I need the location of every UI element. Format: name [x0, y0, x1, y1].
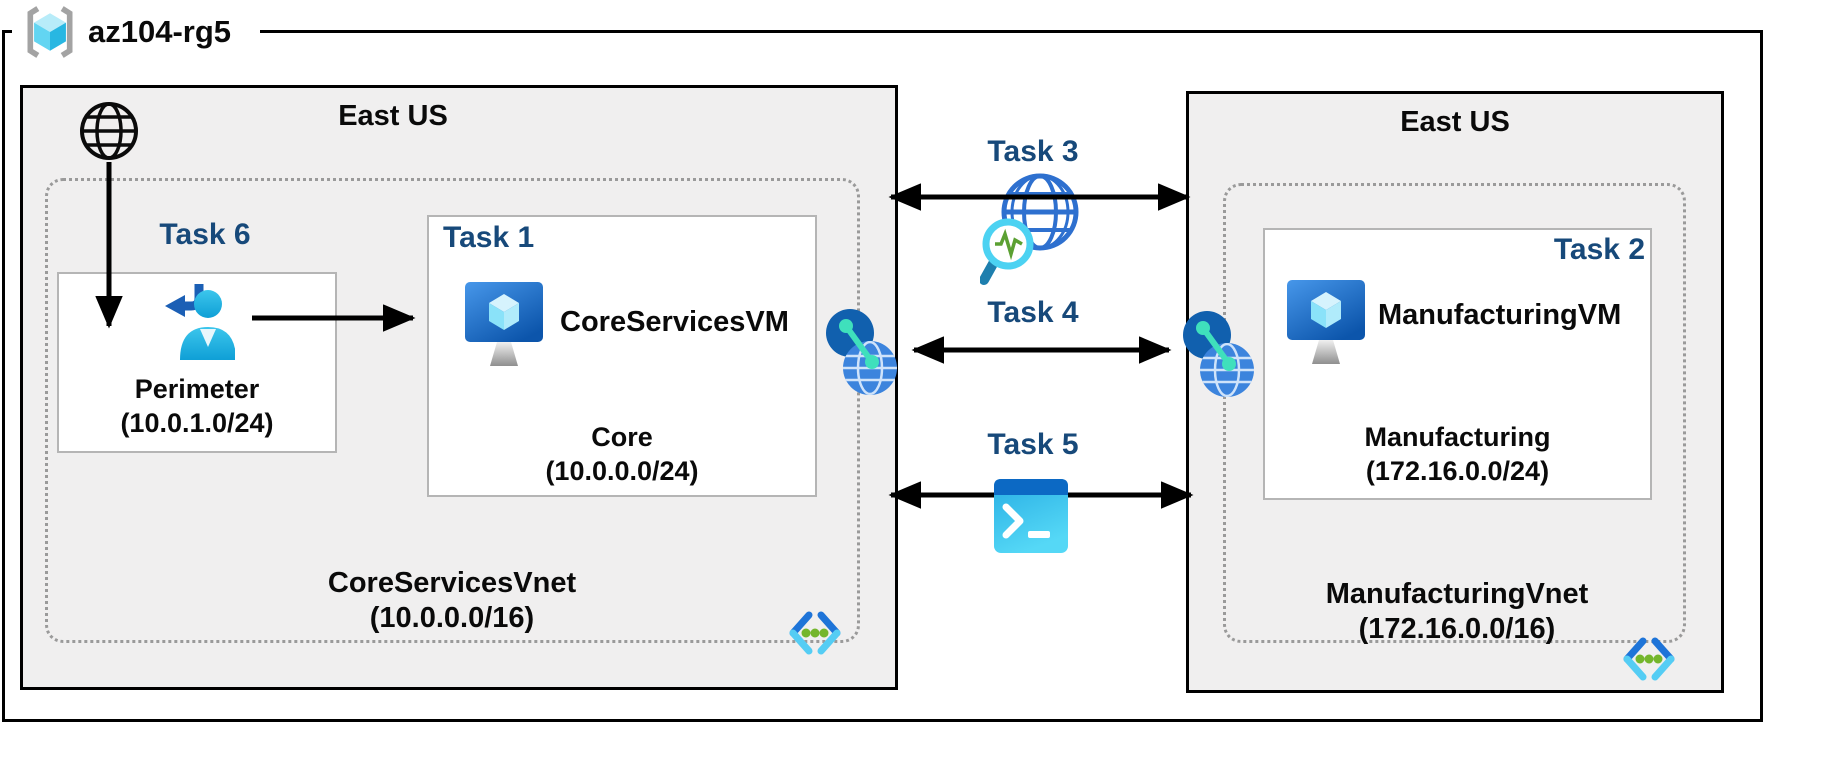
vnet-label-left: CoreServicesVnet (10.0.0.0/16): [328, 566, 576, 636]
vnet-boundary-left: [45, 178, 860, 643]
task5-label: Task 5: [987, 428, 1079, 461]
internet-icon: [77, 99, 141, 168]
vm-icon-core: [463, 280, 545, 382]
vm-icon-manufacturing: [1285, 278, 1367, 380]
vnet-peering-icon-left: [824, 306, 898, 405]
task4-label: Task 4: [987, 296, 1079, 329]
core-subnet-name: Core: [591, 422, 653, 452]
vnet-name-right: ManufacturingVnet: [1325, 578, 1589, 610]
resource-group-icon: [20, 2, 80, 62]
vnet-boundary-right: [1223, 183, 1686, 643]
vnet-label-right: ManufacturingVnet (172.16.0.0/16): [1326, 577, 1589, 647]
vnet-cidr-left: (10.0.0.0/16): [369, 602, 535, 634]
perimeter-subnet-name: Perimeter: [134, 374, 260, 404]
core-subnet-label: Core (10.0.0.0/24): [427, 420, 817, 488]
vnet-peering-icon-right: [1181, 308, 1255, 407]
core-subnet-cidr: (10.0.0.0/24): [545, 456, 699, 486]
task6-label: Task 6: [159, 218, 251, 251]
resource-group-frame: [2, 30, 1763, 722]
task1-box: [427, 215, 817, 497]
vm-name-core: CoreServicesVM: [560, 306, 789, 338]
region-title-right: East US: [1400, 106, 1510, 138]
manufacturing-subnet-name: Manufacturing: [1364, 422, 1551, 452]
task3-label: Task 3: [987, 135, 1079, 168]
manufacturing-subnet-label: Manufacturing (172.16.0.0/24): [1263, 420, 1652, 488]
user-entry-icon: [155, 280, 236, 369]
resource-group-label: az104-rg5: [88, 14, 232, 49]
region-title-left: East US: [338, 100, 448, 132]
perimeter-subnet-cidr: (10.0.1.0/24): [120, 408, 274, 438]
vnet-cidr-right: (172.16.0.0/16): [1358, 613, 1556, 645]
network-watcher-icon: [979, 168, 1084, 291]
virtual-network-icon-left: [786, 610, 844, 661]
perimeter-subnet-label: Perimeter (10.0.1.0/24): [57, 372, 337, 440]
vnet-name-left: CoreServicesVnet: [327, 567, 577, 599]
task1-label: Task 1: [443, 221, 535, 254]
manufacturing-subnet-cidr: (172.16.0.0/24): [1365, 456, 1550, 486]
virtual-network-icon-right: [1620, 636, 1678, 687]
cloud-shell-icon: [992, 477, 1070, 560]
resource-group-frame-label-gap: [12, 26, 260, 38]
task2-label: Task 2: [1553, 233, 1645, 266]
vm-name-manufacturing: ManufacturingVM: [1378, 299, 1622, 331]
